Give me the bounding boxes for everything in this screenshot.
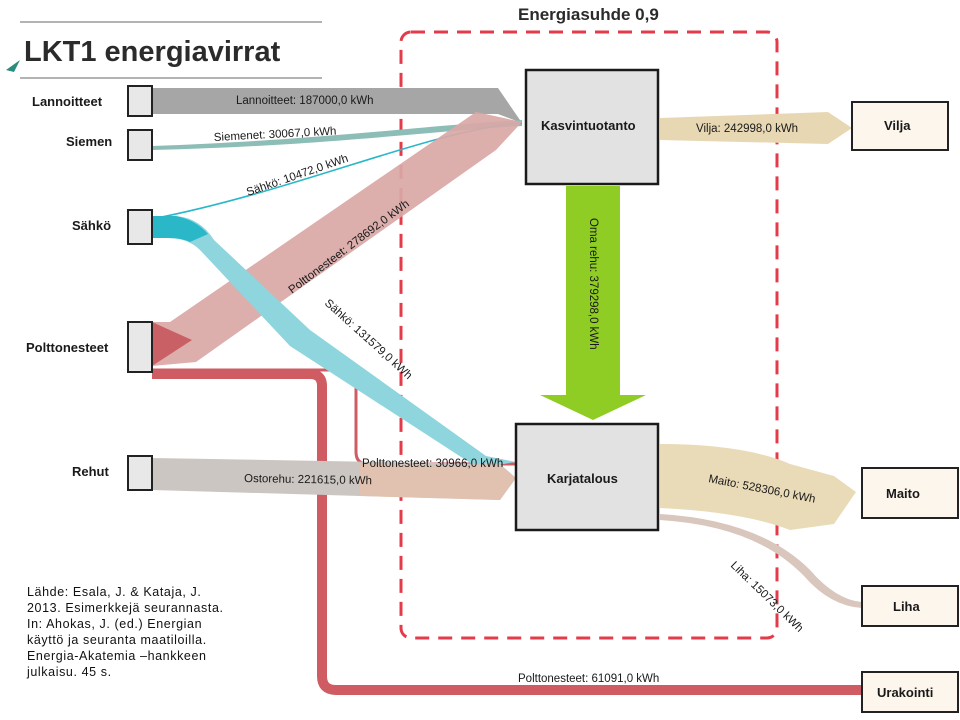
flow-label-lannoitteet: Lannoitteet: 187000,0 kWh <box>236 95 373 107</box>
output-box-urakointi <box>861 671 959 713</box>
flow-label-liha: Liha: 15073,0 kWh <box>728 560 805 635</box>
diagram-title: LKT1 energiavirrat <box>24 36 281 68</box>
output-box-liha <box>861 585 959 627</box>
input-box-sahko <box>127 209 153 245</box>
flow-label-ostorehu: Ostorehu: 221615,0 kWh <box>244 473 372 487</box>
input-box-siemen <box>127 129 153 161</box>
input-label-lannoitteet: Lannoitteet <box>32 94 103 109</box>
flow-oma-rehu <box>540 186 646 420</box>
flow-label-vilja: Vilja: 242998,0 kWh <box>696 123 798 135</box>
flow-label-polttonesteet-karjatalous: Polttonesteet: 30966,0 kWh <box>362 458 503 470</box>
input-box-polttonesteet <box>127 321 153 373</box>
flow-label-polttonesteet-urakointi: Polttonesteet: 61091,0 kWh <box>518 673 659 685</box>
process-label-kasvintuotanto: Kasvintuotanto <box>541 118 636 133</box>
flow-label-sahko-kasvintuotanto: Sähkö: 10472,0 kWh <box>245 153 350 199</box>
process-label-karjatalous: Karjatalous <box>547 471 618 486</box>
flow-sahko-base <box>152 216 208 242</box>
output-label-urakointi: Urakointi <box>877 685 933 700</box>
output-label-vilja: Vilja <box>884 118 911 133</box>
input-box-lannoitteet <box>127 85 153 117</box>
output-label-liha: Liha <box>893 599 920 614</box>
process-box-karjatalous <box>514 422 660 532</box>
flow-polttonesteet-kasvintuotanto-base <box>152 322 192 366</box>
process-box-kasvintuotanto <box>524 68 660 186</box>
flow-vilja <box>660 112 852 144</box>
flow-label-oma-rehu: Oma rehu: 379298,0 kWh <box>587 218 599 350</box>
flow-ostorehu-tint <box>360 464 516 500</box>
energy-ratio-boundary <box>399 30 779 640</box>
input-label-rehut: Rehut <box>72 464 110 479</box>
output-box-maito <box>861 467 959 519</box>
flow-sahko-karjatalous <box>152 216 516 468</box>
flow-polttonesteet-kasvintuotanto <box>152 112 522 366</box>
flow-polttonesteet-urakointi <box>152 369 862 695</box>
input-label-sahko: Sähkö <box>72 218 111 233</box>
input-box-rehut <box>127 455 153 491</box>
flow-maito <box>660 444 856 530</box>
input-label-polttonesteet: Polttonesteet <box>26 340 109 355</box>
corner-accent-icon <box>6 60 20 72</box>
flow-liha <box>660 514 862 608</box>
output-label-maito: Maito <box>886 486 920 501</box>
energy-ratio-label: Energiasuhde 0,9 <box>518 5 659 24</box>
flow-siemenet <box>152 120 522 150</box>
input-label-siemen: Siemen <box>66 134 112 149</box>
source-note: Lähde: Esala, J. & Kataja, J. 2013. Esim… <box>27 585 224 679</box>
output-box-vilja <box>851 101 949 151</box>
flow-lannoitteet <box>152 88 522 123</box>
